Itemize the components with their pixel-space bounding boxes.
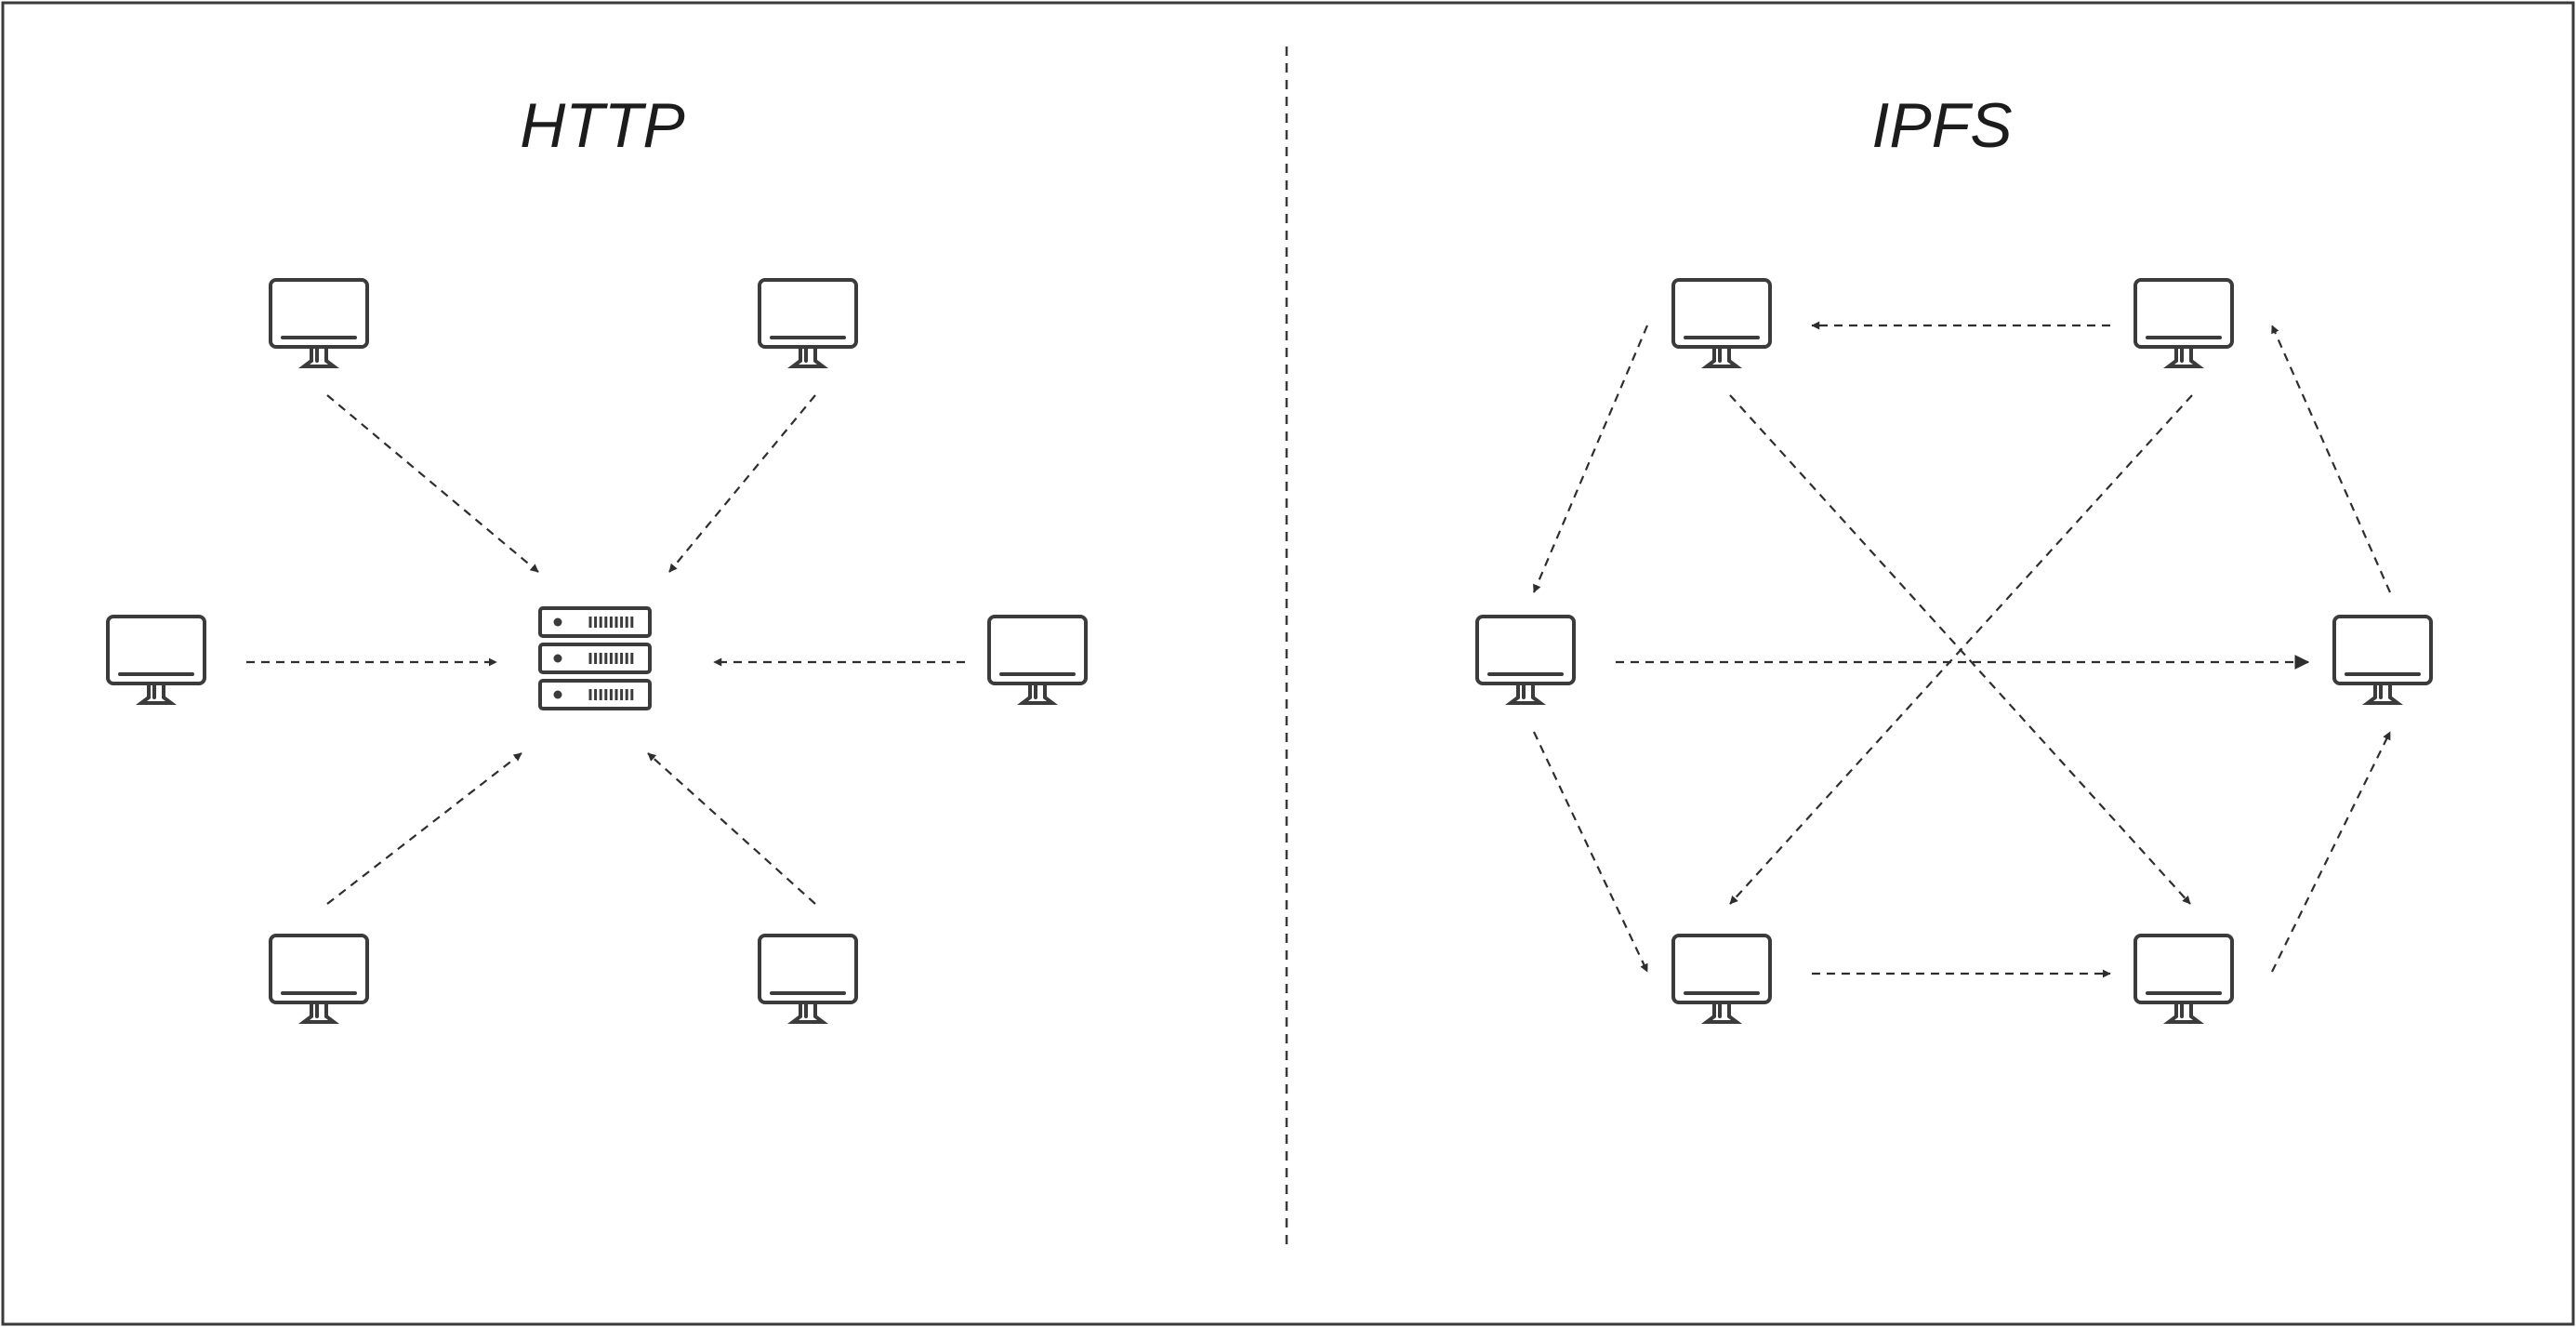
monitor-screen (106, 615, 206, 685)
monitor-stand (2163, 347, 2204, 368)
http-top-left-monitor-icon (269, 278, 369, 368)
http-server-server-icon (538, 606, 652, 710)
monitor-screen (2133, 278, 2234, 349)
arrow-ipfs-top-right-to-ipfs-bottom-left (1729, 394, 2193, 905)
arrow-ipfs-left-to-ipfs-bottom-left (1533, 731, 1648, 973)
monitor-screen (1475, 615, 1576, 685)
server-led (553, 654, 562, 663)
ipfs-top-right-monitor-icon (2133, 278, 2234, 368)
arrow-http-bottom-left-to-http-server (326, 752, 522, 905)
network-nodes (106, 278, 2433, 1024)
arrow-http-top-left-to-http-server (326, 394, 539, 573)
http-top-right-monitor-icon (758, 278, 858, 368)
ipfs-bottom-right-monitor-icon (2133, 934, 2234, 1024)
monitor-screen (269, 934, 369, 1004)
ipfs-right-monitor-icon (2332, 615, 2433, 705)
monitor-screen (758, 278, 858, 349)
monitor-stand (1701, 347, 1742, 368)
monitor-screen (758, 934, 858, 1004)
arrow-ipfs-bottom-right-to-ipfs-right (2271, 731, 2391, 973)
monitor-screen (269, 278, 369, 349)
http-middle-right-monitor-icon (987, 615, 1088, 705)
monitor-stand (1017, 683, 1058, 705)
monitor-stand (1701, 1002, 1742, 1024)
monitor-stand (787, 347, 828, 368)
monitor-screen (987, 615, 1088, 685)
arrow-http-bottom-right-to-http-server (647, 752, 816, 905)
arrow-ipfs-right-to-ipfs-top-right (2270, 325, 2392, 593)
monitor-stand (136, 683, 177, 705)
http-bottom-right-monitor-icon (758, 934, 858, 1024)
arrow-http-top-right-to-http-server (668, 394, 816, 573)
monitor-stand (2163, 1002, 2204, 1024)
http-middle-left-monitor-icon (106, 615, 206, 705)
ipfs-top-left-monitor-icon (1671, 278, 1772, 368)
monitor-stand (2362, 683, 2403, 705)
server-led (553, 690, 562, 699)
connection-arrows (246, 321, 2392, 978)
ipfs-bottom-left-monitor-icon (1671, 934, 1772, 1024)
ipfs-left-monitor-icon (1475, 615, 1576, 705)
http-bottom-left-monitor-icon (269, 934, 369, 1024)
monitor-stand (787, 1002, 828, 1024)
monitor-screen (1671, 934, 1772, 1004)
arrow-ipfs-top-left-to-ipfs-left (1532, 325, 1649, 593)
monitor-screen (2332, 615, 2433, 685)
http-title: HTTP (520, 90, 685, 161)
monitor-screen (1671, 278, 1772, 349)
monitor-stand (1505, 683, 1546, 705)
ipfs-title: IPFS (1871, 90, 2012, 161)
monitor-stand (298, 1002, 339, 1024)
monitor-screen (2133, 934, 2234, 1004)
server-led (553, 617, 562, 627)
monitor-stand (298, 347, 339, 368)
